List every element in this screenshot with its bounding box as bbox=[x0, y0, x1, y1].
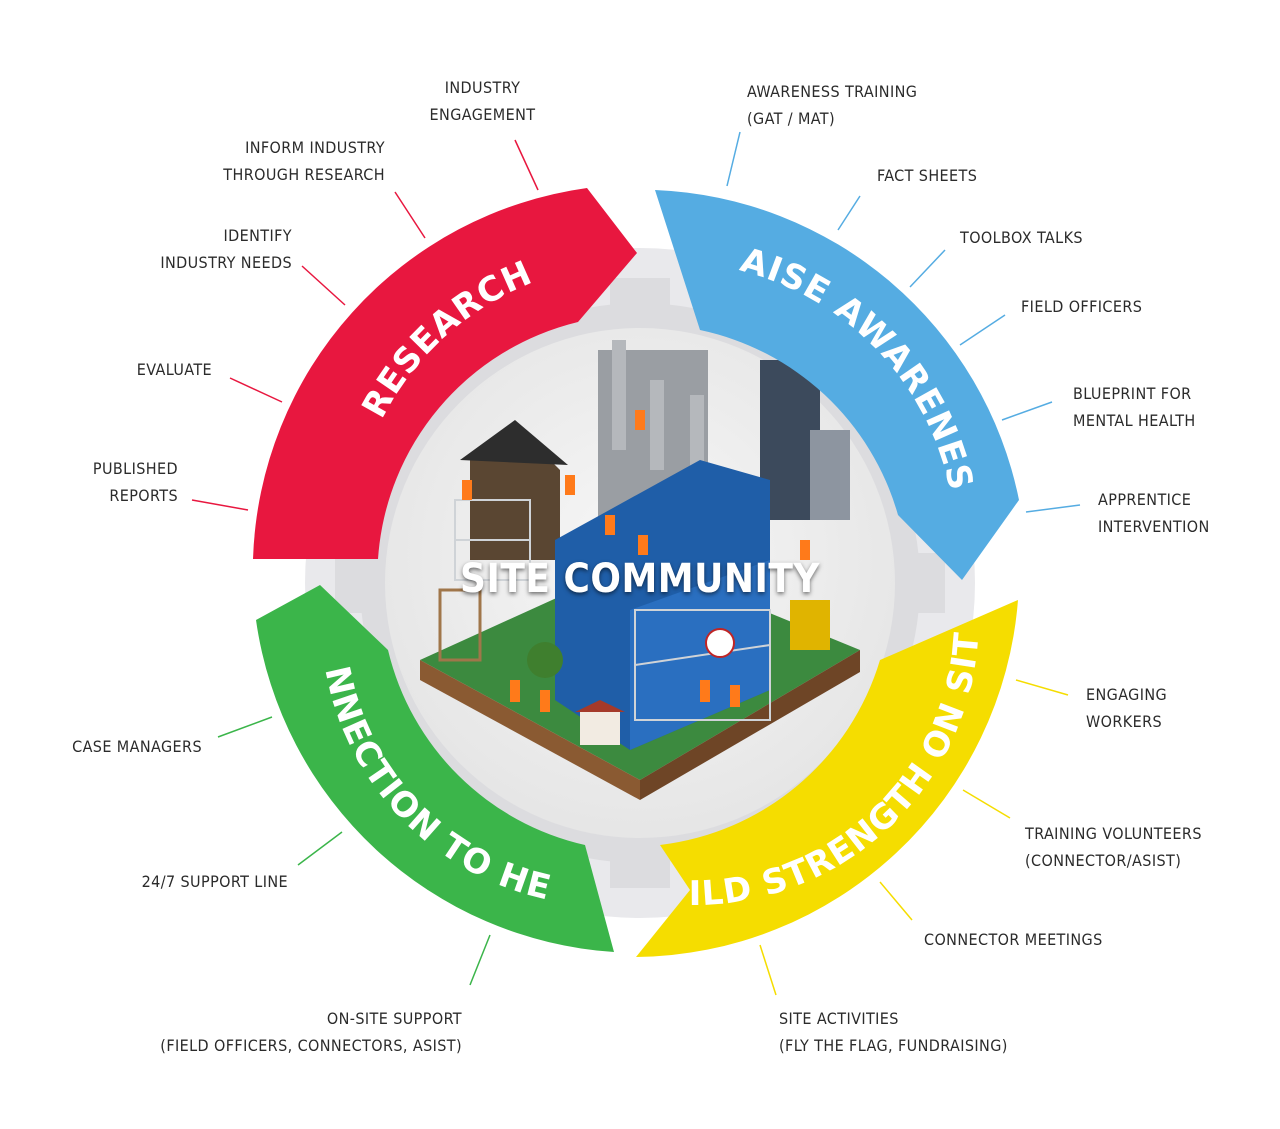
label-toolbox-talks: TOOLBOX TALKS bbox=[960, 228, 1083, 247]
leader-line bbox=[514, 139, 539, 191]
leader-line bbox=[759, 944, 777, 996]
segment-build-strength bbox=[636, 600, 1018, 957]
label-awareness-training: AWARENESS TRAINING (GAT / MAT) bbox=[747, 82, 918, 128]
label-inform-industry: INFORM INDUSTRY THROUGH RESEARCH bbox=[223, 138, 385, 184]
leader-line bbox=[1001, 401, 1053, 421]
label-apprentice: APPRENTICE INTERVENTION bbox=[1098, 490, 1210, 536]
center-title: SITE COMMUNITY bbox=[460, 556, 820, 602]
label-site-activities: SITE ACTIVITIES (FLY THE FLAG, FUNDRAISI… bbox=[779, 1009, 1008, 1055]
leader-line bbox=[959, 314, 1006, 346]
leader-lines bbox=[191, 131, 1081, 996]
segment-raise-awareness bbox=[655, 190, 1019, 580]
label-support-line: 24/7 SUPPORT LINE bbox=[141, 872, 288, 891]
workers bbox=[462, 410, 810, 712]
column bbox=[650, 380, 664, 470]
leader-line bbox=[217, 716, 273, 738]
leader-line bbox=[229, 377, 283, 403]
leader-line bbox=[726, 131, 741, 187]
leader-line bbox=[909, 249, 946, 288]
tower-grey bbox=[810, 430, 850, 520]
ground-soil-left bbox=[420, 660, 640, 800]
label-case-managers: CASE MANAGERS bbox=[72, 737, 202, 756]
leader-line bbox=[837, 195, 861, 231]
house-roof bbox=[460, 420, 568, 465]
label-industry-engagement: INDUSTRY ENGAGEMENT bbox=[429, 78, 536, 124]
leader-line bbox=[469, 934, 491, 986]
label-field-officers: FIELD OFFICERS bbox=[1021, 297, 1143, 316]
leader-line bbox=[879, 881, 913, 921]
label-published-reports: PUBLISHED REPORTS bbox=[92, 459, 178, 505]
label-blueprint: BLUEPRINT FOR MENTAL HEALTH bbox=[1073, 384, 1196, 430]
column bbox=[690, 395, 704, 475]
label-training-volunteers: TRAINING VOLUNTEERS (CONNECTOR/ASIST) bbox=[1025, 824, 1202, 870]
tree bbox=[527, 642, 563, 678]
leader-line bbox=[297, 831, 343, 866]
leader-line bbox=[1025, 504, 1081, 513]
label-engaging-workers: ENGAGING WORKERS bbox=[1086, 685, 1168, 731]
scaffolding bbox=[454, 499, 771, 721]
excavator bbox=[790, 600, 830, 650]
leader-line bbox=[394, 191, 426, 239]
segment-research bbox=[253, 188, 637, 559]
leader-line bbox=[962, 789, 1011, 819]
label-identify-needs: IDENTIFY INDUSTRY NEEDS bbox=[160, 226, 292, 272]
leader-line bbox=[191, 499, 249, 511]
label-evaluate: EVALUATE bbox=[136, 360, 212, 379]
label-fact-sheets: FACT SHEETS bbox=[877, 166, 978, 185]
segment-connection-to-help bbox=[256, 585, 614, 952]
construction-site-illustration bbox=[420, 340, 860, 800]
column bbox=[612, 340, 626, 450]
timber-frame bbox=[438, 588, 482, 662]
ground-soil-right bbox=[640, 650, 860, 800]
site-shed bbox=[580, 710, 620, 745]
label-onsite-support: ON-SITE SUPPORT (FIELD OFFICERS, CONNECT… bbox=[160, 1009, 462, 1055]
leader-line bbox=[1015, 679, 1069, 696]
leader-line bbox=[301, 265, 346, 306]
speech-bubble-icon bbox=[705, 628, 735, 658]
site-shed-roof bbox=[575, 700, 625, 712]
label-connector-meetings: CONNECTOR MEETINGS bbox=[924, 930, 1103, 949]
